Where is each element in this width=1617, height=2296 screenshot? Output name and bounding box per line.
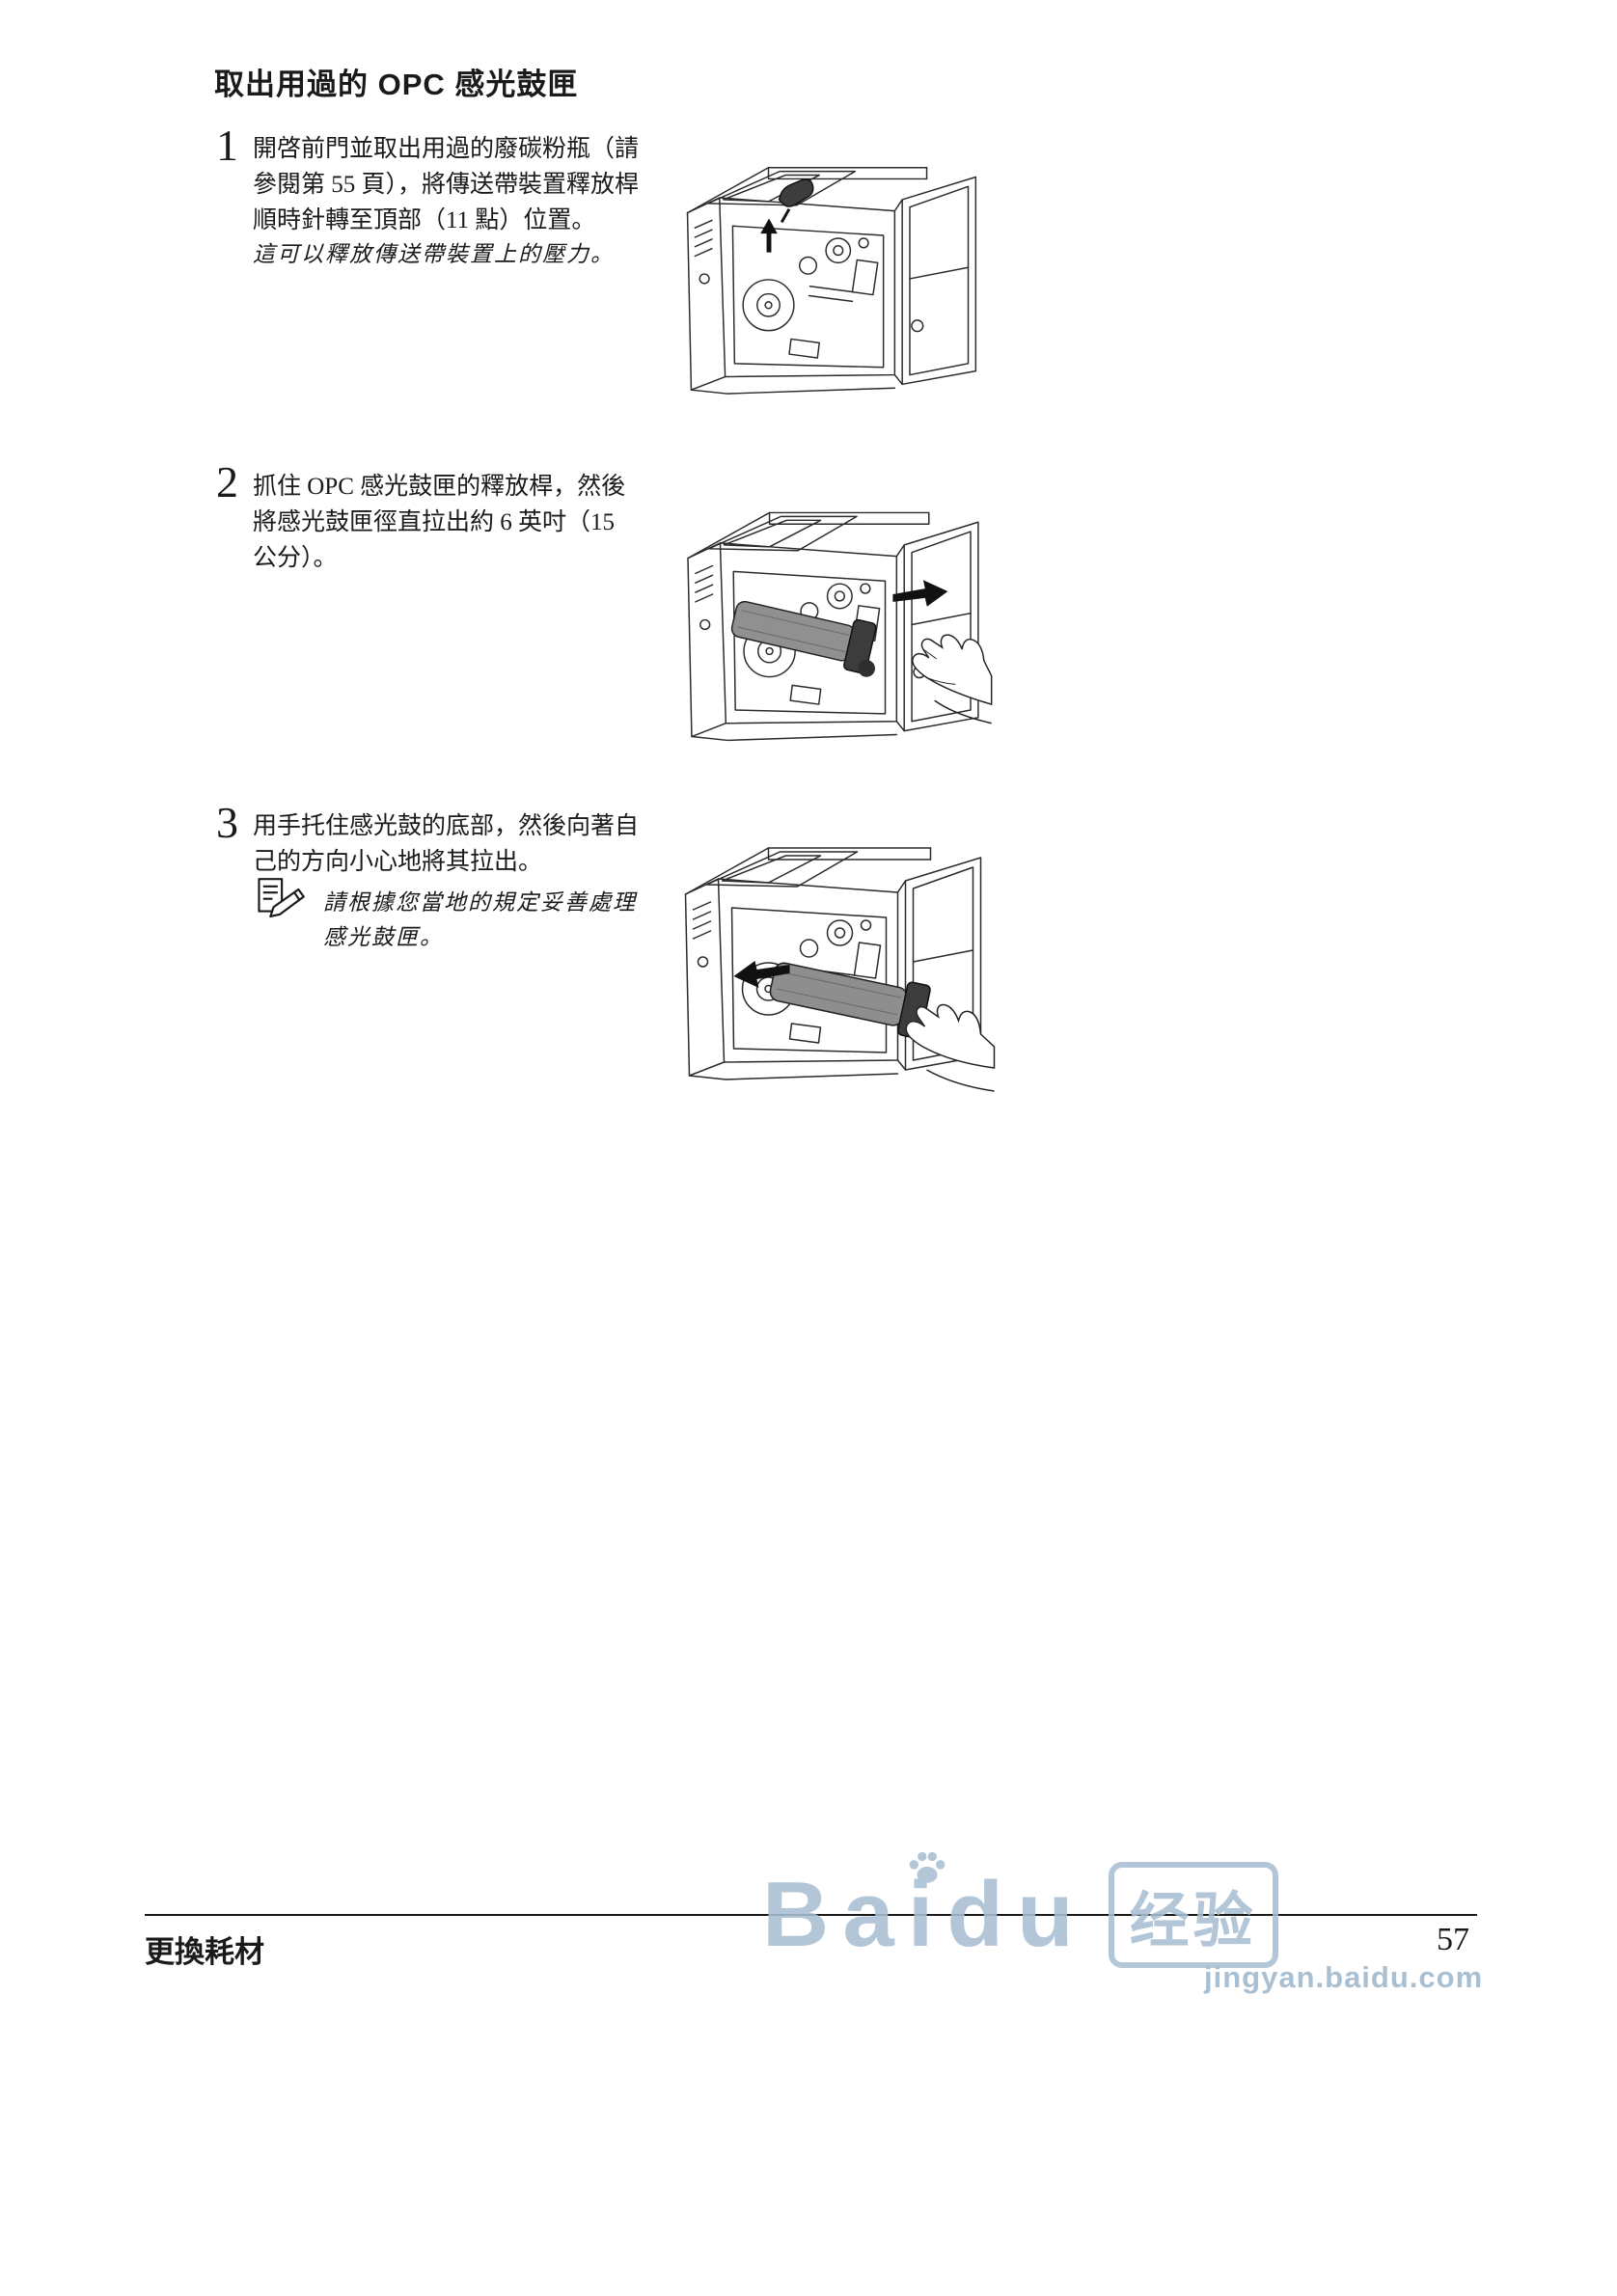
printer-open-door-lever-illustration xyxy=(669,133,989,421)
footer-section-label: 更換耗材 xyxy=(145,1935,264,1969)
step-3-number: 3 xyxy=(216,798,238,847)
page-number: 57 xyxy=(1437,1922,1469,1957)
step-3-note: 請根據您當地的規定妥善處理感光鼓匣。 xyxy=(323,890,637,949)
step-3-text: 用手托住感光鼓的底部，然後向著自己的方向小心地將其拉出。 xyxy=(253,813,640,875)
cartridge-pull-illustration xyxy=(664,480,997,765)
printer-illustration-step1 xyxy=(686,166,977,395)
printer-illustration-step2 xyxy=(687,511,993,742)
printer-illustration-step3 xyxy=(684,847,996,1092)
watermark-brand-label: Baidu xyxy=(762,1863,1087,1966)
baidu-paw-icon xyxy=(909,1851,946,1883)
watermark-badge: 经验 xyxy=(1108,1862,1278,1968)
watermark-url: jingyan.baidu.com xyxy=(1204,1960,1484,1994)
cartridge-remove-illustration xyxy=(664,815,997,1105)
watermark-brand-text: Baidu xyxy=(762,1851,1087,1961)
footer-rule xyxy=(145,1914,1477,1916)
step-1-text: 開啓前門並取出用過的廢碳粉瓶（請參閱第 55 頁），將傳送帶裝置釋放桿順時針轉至… xyxy=(253,136,640,233)
baidu-watermark: Baidu 经验 xyxy=(762,1851,1278,1968)
step-1-number: 1 xyxy=(216,121,238,170)
page-title: 取出用過的 OPC 感光鼓匣 xyxy=(214,68,579,101)
document-pencil-icon xyxy=(253,876,307,918)
step-2-number: 2 xyxy=(216,457,238,506)
step-1-note: 這可以釋放傳送帶裝置上的壓力。 xyxy=(253,242,615,266)
step-2-text: 抓住 OPC 感光鼓匣的釋放桿，然後將感光鼓匣徑直拉出約 6 英吋（15 公分）… xyxy=(253,474,626,571)
